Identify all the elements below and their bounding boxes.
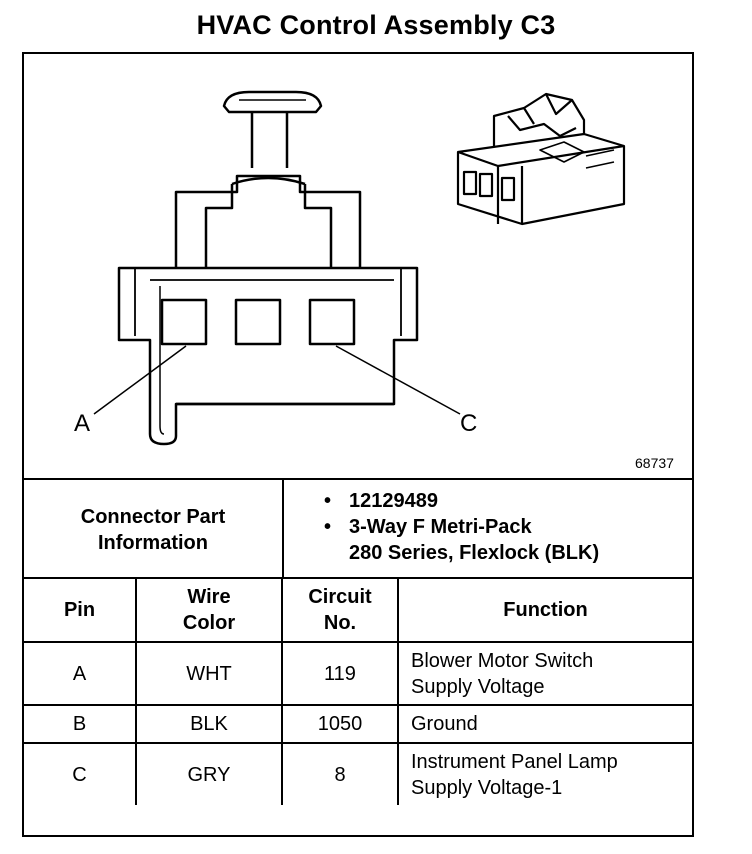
connector-iso-view xyxy=(456,92,626,226)
connector-info-label-line: Connector Part xyxy=(80,505,226,528)
leader-line-a xyxy=(93,345,187,415)
cell-function: Ground xyxy=(397,704,692,744)
cell-wire-color: WHT xyxy=(135,641,283,706)
connector-part-info: Connector Part Information • 12129489 • … xyxy=(24,478,692,579)
info-item-connector-type: • 3-Way F Metri-Pack 280 Series, Flexloc… xyxy=(324,514,599,566)
callout-a: A xyxy=(74,410,91,437)
info-item-part-number: • 12129489 xyxy=(324,488,599,514)
bullet-icon: • xyxy=(324,490,332,512)
connector-figure: A C 68737 xyxy=(24,54,692,476)
connector-drawing xyxy=(93,90,626,446)
cavity-c xyxy=(308,298,356,346)
upper-housing xyxy=(174,174,362,268)
cavity-b xyxy=(234,298,282,346)
leader-line-c xyxy=(335,345,461,415)
bullet-icon: • xyxy=(324,516,332,538)
connector-info-label: Connector Part Information xyxy=(24,480,284,579)
cell-circuit: 119 xyxy=(281,641,399,706)
cell-wire-color: GRY xyxy=(135,742,283,805)
cell-pin: C xyxy=(24,742,137,805)
lower-housing xyxy=(117,266,419,446)
cell-circuit: 1050 xyxy=(281,704,399,744)
callout-c: C xyxy=(460,410,478,437)
cavity-a xyxy=(160,298,208,346)
cell-pin: B xyxy=(24,704,137,744)
header-function: Function xyxy=(397,577,692,643)
figure-id: 68737 xyxy=(635,455,674,471)
cell-wire-color: BLK xyxy=(135,704,283,744)
connector-sheet: A C 68737 Connector Part Information • 1… xyxy=(22,52,694,837)
info-line: 3-Way F Metri-Pack xyxy=(349,516,532,538)
table-row: B BLK 1050 Ground xyxy=(24,704,692,744)
page-title: HVAC Control Assembly C3 xyxy=(196,10,556,40)
connector-info-list: • 12129489 • 3-Way F Metri-Pack 280 Seri… xyxy=(324,488,599,566)
header-pin: Pin xyxy=(24,577,137,643)
info-line: 12129489 xyxy=(349,490,438,512)
info-line: 280 Series, Flexlock (BLK) xyxy=(349,542,600,564)
latch-stem xyxy=(250,112,289,168)
cell-pin: A xyxy=(24,641,137,706)
latch-cap xyxy=(222,90,323,114)
connector-info-label-line: Information xyxy=(98,531,208,554)
cell-circuit: 8 xyxy=(281,742,399,805)
